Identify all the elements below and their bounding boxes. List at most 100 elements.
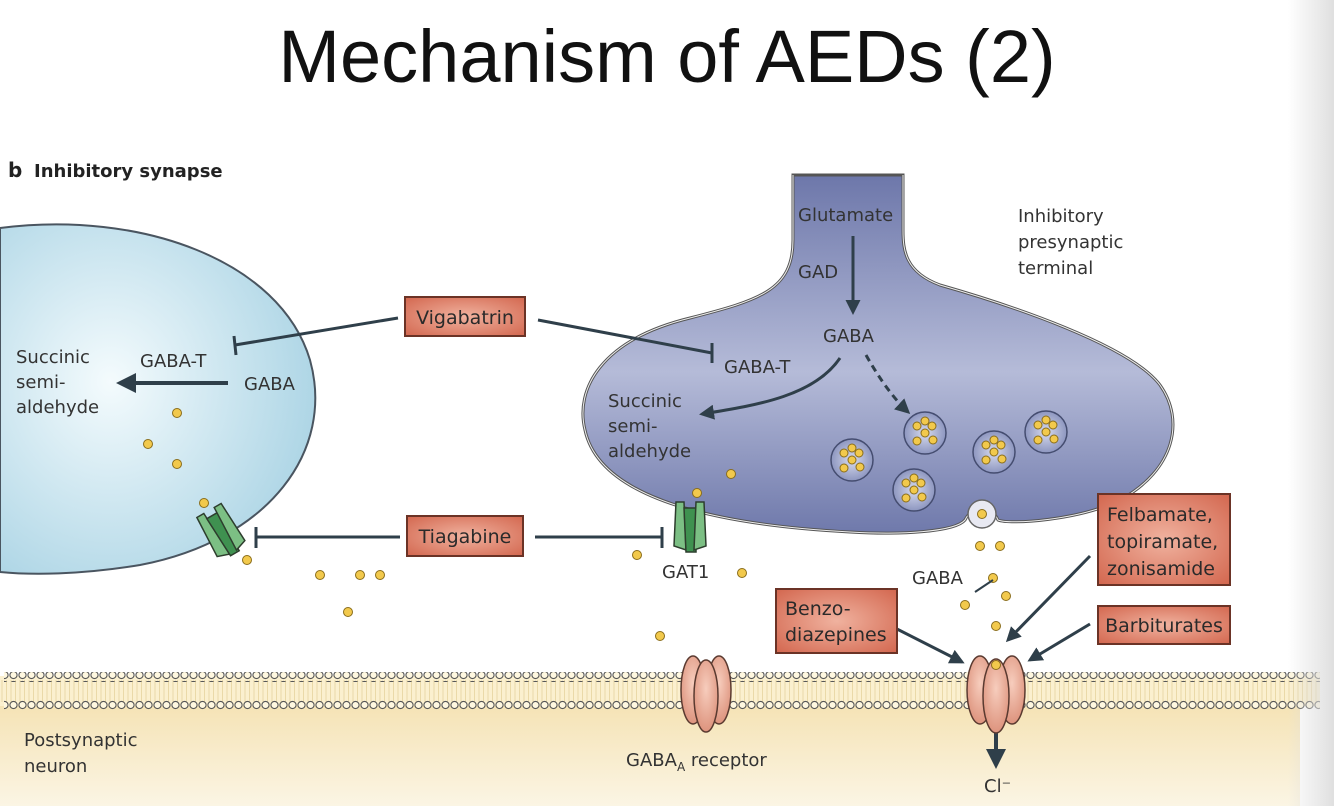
gaba-molecule bbox=[1033, 420, 1043, 430]
gaba-molecule bbox=[199, 498, 209, 508]
benzodiazepine-arrow bbox=[892, 625, 965, 664]
panel-label: Inhibitory synapse bbox=[34, 161, 223, 182]
left-gaba-label: GABA bbox=[244, 374, 296, 395]
barbiturates-box: Barbiturates bbox=[1097, 605, 1231, 645]
glutamate-label: Glutamate bbox=[798, 205, 893, 226]
slide-title: Mechanism of AEDs (2) bbox=[278, 15, 1056, 98]
vigabatrin-label: Vigabatrin bbox=[416, 307, 514, 329]
gat1-label: GAT1 bbox=[662, 562, 709, 583]
gaba-molecule bbox=[839, 448, 849, 458]
barbiturates-arrow bbox=[1027, 622, 1091, 662]
vigabatrin-left-inhibition bbox=[234, 316, 399, 347]
left-glial-cell bbox=[0, 223, 317, 575]
benzodiazepines-box: Benzo- diazepines bbox=[775, 588, 898, 654]
vesicle bbox=[892, 468, 936, 512]
gaba-molecule bbox=[916, 478, 926, 488]
gaba-molecule bbox=[242, 555, 252, 565]
benzodiazepines-label-1: Benzo- bbox=[785, 598, 851, 620]
gaba-molecules bbox=[143, 408, 1011, 641]
cleft-gaba-label: GABA bbox=[912, 568, 964, 589]
postsynaptic-line2: neuron bbox=[24, 756, 87, 777]
left-succinic-line1: Succinic bbox=[16, 347, 90, 368]
terminal-name-line2: presynaptic bbox=[1018, 232, 1123, 253]
gaba-molecule bbox=[847, 455, 857, 465]
felbamate-arrow bbox=[1005, 554, 1092, 643]
gat1-transporter-right bbox=[673, 501, 707, 553]
gaba-molecule bbox=[1001, 591, 1011, 601]
gad-label: GAD bbox=[798, 262, 838, 283]
gaba-a-receptor-inactive bbox=[680, 655, 732, 733]
gaba-molecule bbox=[375, 570, 385, 580]
felbamate-label-2: topiramate, bbox=[1107, 531, 1218, 553]
vesicle bbox=[830, 438, 874, 482]
gaba-molecule bbox=[909, 485, 919, 495]
gaba-molecule bbox=[960, 600, 970, 610]
gaba-molecule bbox=[912, 421, 922, 431]
gaba-a-receptor-active bbox=[966, 655, 1026, 734]
presynaptic-terminal bbox=[581, 173, 1175, 535]
vesicle bbox=[972, 430, 1016, 474]
gaba-molecule bbox=[991, 621, 1001, 631]
postsynaptic-line1: Postsynaptic bbox=[24, 730, 138, 751]
gaba-molecule bbox=[975, 541, 985, 551]
gaba-molecule bbox=[989, 447, 999, 457]
gaba-to-vesicle-arrow bbox=[864, 354, 911, 415]
gaba-molecule bbox=[632, 550, 642, 560]
gaba-molecule bbox=[692, 488, 702, 498]
gaba-molecule bbox=[343, 607, 353, 617]
synaptic-vesicles bbox=[830, 410, 1068, 512]
terminal-name-line1: Inhibitory bbox=[1018, 206, 1104, 227]
gaba-molecule bbox=[909, 473, 919, 483]
gaba-molecule bbox=[927, 421, 937, 431]
chloride-ion-label: Cl⁻ bbox=[984, 776, 1011, 797]
gaba-molecule bbox=[912, 436, 922, 446]
postsynaptic-membrane bbox=[0, 672, 1320, 710]
tiagabine-box: Tiagabine bbox=[406, 515, 524, 557]
left-succinic-line3: aldehyde bbox=[16, 397, 99, 418]
presynaptic-succinic-line3: aldehyde bbox=[608, 441, 691, 462]
panel-letter: b bbox=[8, 158, 22, 182]
gaba-molecule bbox=[855, 462, 865, 472]
gaba-molecule bbox=[995, 541, 1005, 551]
gaba-molecule bbox=[172, 408, 182, 418]
vesicle bbox=[903, 411, 947, 455]
gaba-molecule bbox=[1033, 435, 1043, 445]
gaba-molecule bbox=[988, 573, 998, 583]
gaba-molecule bbox=[996, 440, 1006, 450]
gaba-molecule bbox=[655, 631, 665, 641]
gaba-molecule bbox=[847, 443, 857, 453]
presynaptic-succinic-line1: Succinic bbox=[608, 391, 682, 412]
presynaptic-gaba-t-label: GABA-T bbox=[724, 357, 791, 378]
gaba-molecule bbox=[920, 416, 930, 426]
gaba-molecule bbox=[1048, 420, 1058, 430]
felbamate-label-1: Felbamate, bbox=[1107, 504, 1213, 526]
benzodiazepines-label-2: diazepines bbox=[785, 624, 887, 646]
gaba-molecule bbox=[917, 492, 927, 502]
presynaptic-succinic-line2: semi- bbox=[608, 416, 657, 437]
gaba-molecule bbox=[143, 439, 153, 449]
postsynaptic-cytoplasm bbox=[0, 705, 1300, 806]
gaba-molecule bbox=[981, 440, 991, 450]
left-succinic-line2: semi- bbox=[16, 372, 65, 393]
gaba-molecule bbox=[928, 435, 938, 445]
gaba-to-succinic-arrow bbox=[699, 357, 842, 420]
gaba-a-receptor-label: GABAA receptor bbox=[626, 750, 767, 774]
gaba-molecule bbox=[997, 454, 1007, 464]
gaba-molecule bbox=[981, 455, 991, 465]
gaba-molecule bbox=[355, 570, 365, 580]
felbamate-box: Felbamate, topiramate, zonisamide bbox=[1097, 493, 1231, 586]
terminal-name-line3: terminal bbox=[1018, 258, 1093, 279]
gaba-molecule bbox=[1041, 415, 1051, 425]
barbiturates-label: Barbiturates bbox=[1105, 615, 1223, 637]
gaba-molecule bbox=[901, 478, 911, 488]
gaba-molecule bbox=[1041, 427, 1051, 437]
gaba-molecule bbox=[726, 469, 736, 479]
vesicle bbox=[1024, 410, 1068, 454]
gaba-molecule bbox=[920, 428, 930, 438]
felbamate-label-3: zonisamide bbox=[1107, 558, 1215, 580]
gaba-molecule bbox=[901, 493, 911, 503]
vigabatrin-box: Vigabatrin bbox=[404, 296, 526, 337]
gat1-transporter-left bbox=[195, 502, 246, 558]
gaba-molecule bbox=[315, 570, 325, 580]
